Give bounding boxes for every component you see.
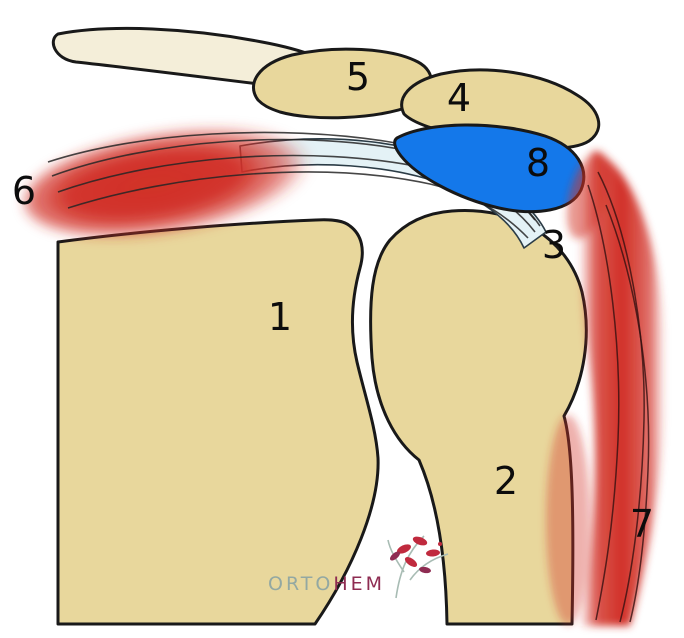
scapula-bone-1 [56,218,380,626]
label-3: 3 [542,223,566,267]
label-2: 2 [494,459,518,503]
muscle-shape-7 [546,150,666,626]
label-7: 7 [630,502,654,546]
label-8: 8 [526,141,550,185]
logo-text-secondary: hem [333,566,385,597]
logo-cell [438,542,442,546]
label-1: 1 [268,295,292,339]
logo-cell [426,549,440,557]
brand-logo: ortohem [268,535,449,599]
muscle-7-fibers [587,171,650,623]
logo-text: ortohem [268,566,385,597]
logo-branch-icon [387,535,449,599]
logo-cell [397,544,411,554]
bursa-shape-8 [393,123,586,214]
label-6: 6 [12,169,36,213]
logo-text-primary: orto [268,566,333,597]
logo-cell [419,566,431,574]
label-4: 4 [447,76,471,120]
muscle-shape-6 [24,127,312,237]
logo-cell [390,551,400,561]
label-5: 5 [346,55,370,99]
logo-cell [404,557,418,567]
logo-cell [412,536,428,546]
